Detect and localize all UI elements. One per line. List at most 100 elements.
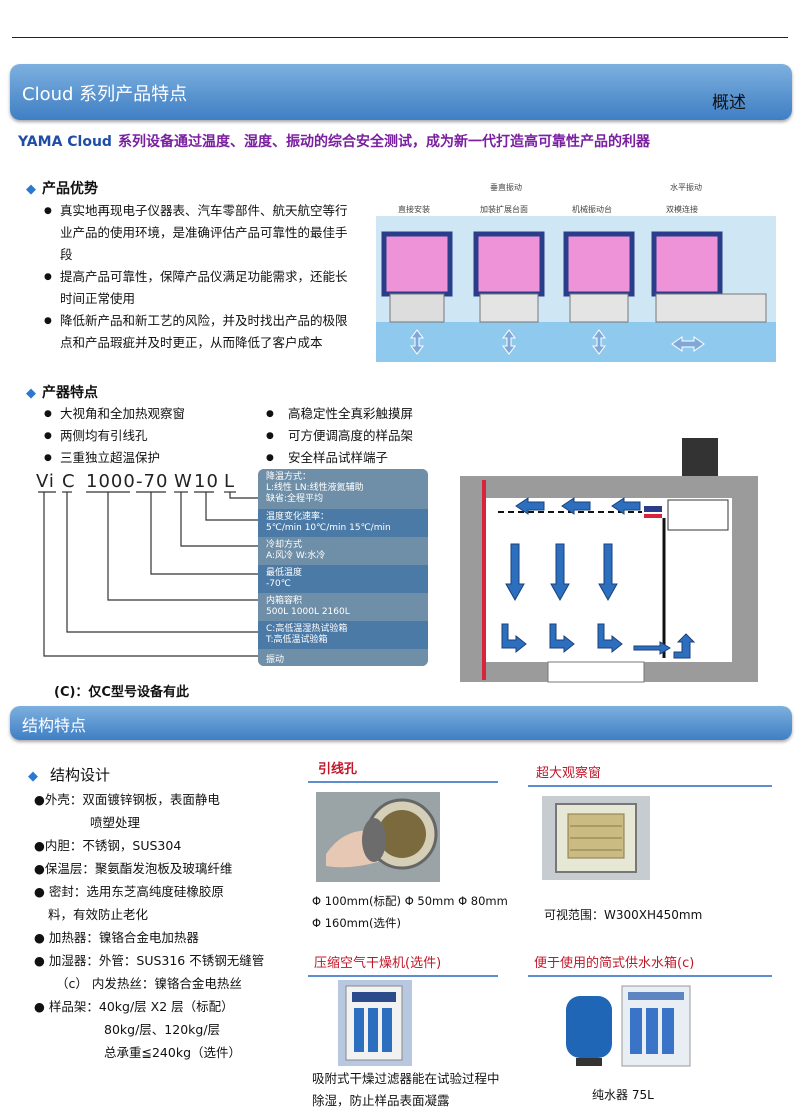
spec-row: 内箱容积 500L 1000L 2160L — [258, 593, 428, 621]
subtitle: YAMA Cloud 系列设备通过温度、湿度、振动的综合安全测试，成为新一代打造高… — [18, 131, 650, 151]
header-title: Cloud 系列产品特点 — [22, 84, 188, 105]
spec-row: 降温方式： L:线性 LN:线性液氮辅助 缺省:全程平均 — [258, 469, 428, 509]
list-item: ● 样品架：40kg/层 X2 层（标配） — [34, 999, 234, 1014]
header-bar: Cloud 系列产品特点 概述 — [10, 64, 792, 120]
list-item: 降低新产品和新工艺的风险，并及时找出产品的极限点和产品瑕疵并及时更正，从而降低了… — [44, 310, 358, 354]
dryer-caption: 吸附式干燥过滤器能在试验过程中除湿，防止样品表面凝露 — [312, 1071, 500, 1108]
spec-title: 内箱容积 — [266, 596, 303, 606]
diamond-icon: ◆ — [26, 386, 36, 401]
diamond-icon: ◆ — [28, 769, 38, 784]
code-part: 10 — [194, 471, 219, 492]
spec-title: 振动 — [266, 655, 285, 665]
model-spec-panel: 降温方式： L:线性 LN:线性液氮辅助 缺省:全程平均 温度变化速率： 5℃/… — [258, 469, 428, 666]
features-heading: ◆ 产器特点 — [26, 382, 98, 402]
dryer-title: 压缩空气干燥机(选件) — [314, 956, 442, 971]
chamber-2 — [473, 231, 545, 355]
window-box: 超大观察窗 — [528, 762, 772, 787]
list-item: 两侧均有引线孔 — [44, 425, 264, 447]
lead-hole-title: 引线孔 — [318, 762, 358, 777]
list-item: 大视角和全加热观察窗 — [44, 403, 264, 425]
list-item: 总承重≦240kg（选件） — [104, 1045, 242, 1060]
spec-row: 最低温度 -70℃ — [258, 565, 428, 593]
advantages-list: 真实地再现电子仪器表、汽车零部件、航天航空等行业产品的使用环境，是准确评估产品可… — [44, 200, 358, 354]
list-item: ● 加湿器：外管：SUS316 不锈钢无缝管 — [34, 953, 265, 968]
advantages-heading-text: 产品优势 — [42, 181, 98, 197]
list-item: 可方便调高度的样品架 — [266, 425, 456, 447]
list-item: 80kg/层、120kg/层 — [104, 1022, 221, 1037]
spec-line: 500L 1000L 2160L — [266, 607, 350, 617]
chamber-4 — [651, 231, 767, 352]
lead-hole-box: 引线孔 — [308, 758, 498, 783]
chamber-3 — [563, 231, 635, 355]
spec-line: A:风冷 W:水冷 — [266, 551, 326, 561]
subtitle-text: 系列设备通过温度、湿度、振动的综合安全测试，成为新一代打造高可靠性产品的利器 — [117, 134, 650, 150]
lead-hole-size-line: Φ 160mm(选件) — [312, 916, 402, 930]
vibration-label: 机械振动台 — [572, 205, 612, 214]
list-item: ●内胆：不锈钢，SUS304 — [34, 838, 182, 853]
list-item: （c） 内发热丝：镍铬合金电热丝 — [56, 976, 242, 991]
model-note: (C)：仅C型号设备有此 — [54, 685, 189, 700]
vibration-figure: 垂直振动 水平振动 直接安装 加装扩展台面 机械振动台 双模连接 — [376, 180, 776, 362]
vibration-label: 双模连接 — [666, 205, 698, 214]
vibration-top-label: 垂直振动 — [490, 183, 522, 192]
structure-heading: ◆ 结构设计 — [28, 764, 110, 785]
spec-line: T:高低温试验箱 — [266, 635, 328, 645]
diamond-icon: ◆ — [26, 182, 36, 197]
box-underline — [528, 785, 772, 787]
vibration-chambers-svg — [376, 216, 776, 362]
list-item: ●保温层：聚氨酯发泡板及玻璃纤维 — [34, 861, 233, 876]
features-left: 大视角和全加热观察窗 两侧均有引线孔 三重独立超温保护 — [44, 403, 264, 469]
chamber-1 — [381, 231, 453, 355]
spec-title: 温度变化速率： — [266, 512, 330, 522]
dryer-box: 压缩空气干燥机(选件) — [308, 952, 498, 977]
code-part: 1000 — [86, 471, 136, 492]
spec-row: 振动 — [258, 649, 428, 666]
structure-list: ●外壳：双面镀锌钢板，表面静电 喷塑处理 ●内胆：不锈钢，SUS304 ●保温层… — [34, 788, 304, 1064]
water-title: 便于使用的简式供水水箱(c) — [534, 956, 695, 971]
structure-bar: 结构特点 — [10, 706, 792, 740]
spec-line: 5℃/min 10℃/min 15℃/min — [266, 523, 391, 533]
lead-hole-sizes: Φ 100mm(标配) Φ 50mm Φ 80mm Φ 160mm(选件) — [312, 890, 508, 934]
list-item: 三重独立超温保护 — [44, 447, 264, 469]
code-part: C — [62, 471, 76, 492]
model-code-leader-lines — [38, 491, 258, 657]
vibration-label: 直接安装 — [398, 205, 430, 214]
list-item: ● 加热器：镍铬合金电加热器 — [34, 930, 199, 945]
header-right-label: 概述 — [712, 93, 746, 113]
features-heading-text: 产器特点 — [42, 385, 98, 401]
lead-hole-photo — [316, 792, 440, 882]
box-underline — [528, 975, 772, 977]
vibration-top-label: 水平振动 — [670, 183, 702, 192]
list-item: ● 密封：选用东芝高纯度硅橡胶原 — [34, 884, 224, 899]
lead-hole-size-line: Φ 100mm(标配) Φ 50mm Φ 80mm — [312, 894, 508, 908]
spec-line: L:线性 LN:线性液氮辅助 — [266, 483, 364, 493]
water-caption: 纯水器 75L — [592, 1088, 654, 1102]
window-caption: 可视范围：W300XH450mm — [544, 908, 703, 922]
vibration-label: 加装扩展台面 — [480, 205, 528, 214]
list-item: 真实地再现电子仪器表、汽车零部件、航天航空等行业产品的使用环境，是准确评估产品可… — [44, 200, 358, 266]
code-part: W — [174, 471, 193, 492]
spec-title: 降温方式： — [266, 472, 312, 482]
airflow-diagram — [460, 438, 758, 683]
list-item: 料，有效防止老化 — [48, 907, 149, 922]
box-underline — [308, 781, 498, 783]
box-underline — [308, 975, 498, 977]
list-item: 提高产品可靠性，保障产品仪满足功能需求，还能长时间正常使用 — [44, 266, 358, 310]
spec-row: C:高低温湿热试验箱 T:高低温试验箱 — [258, 621, 428, 649]
spec-row: 冷却方式 A:风冷 W:水冷 — [258, 537, 428, 565]
list-item: 安全样品试样端子 — [266, 447, 456, 469]
spec-title: C:高低温湿热试验箱 — [266, 624, 348, 634]
structure-heading-text: 结构设计 — [50, 766, 111, 784]
features-right: 高稳定性全真彩触摸屏 可方便调高度的样品架 安全样品试样端子 — [266, 403, 456, 469]
structure-bar-title: 结构特点 — [22, 716, 87, 735]
list-item: ●外壳：双面镀锌钢板，表面静电 — [34, 792, 220, 807]
window-photo — [542, 796, 650, 880]
window-title: 超大观察窗 — [536, 766, 602, 781]
list-item: 喷塑处理 — [90, 815, 141, 830]
list-item: 高稳定性全真彩触摸屏 — [266, 403, 456, 425]
brand-name: YAMA Cloud — [18, 134, 112, 150]
dryer-photo — [338, 980, 412, 1066]
top-rule — [12, 37, 788, 38]
water-photo — [566, 985, 691, 1067]
spec-title: 冷却方式 — [266, 540, 303, 550]
